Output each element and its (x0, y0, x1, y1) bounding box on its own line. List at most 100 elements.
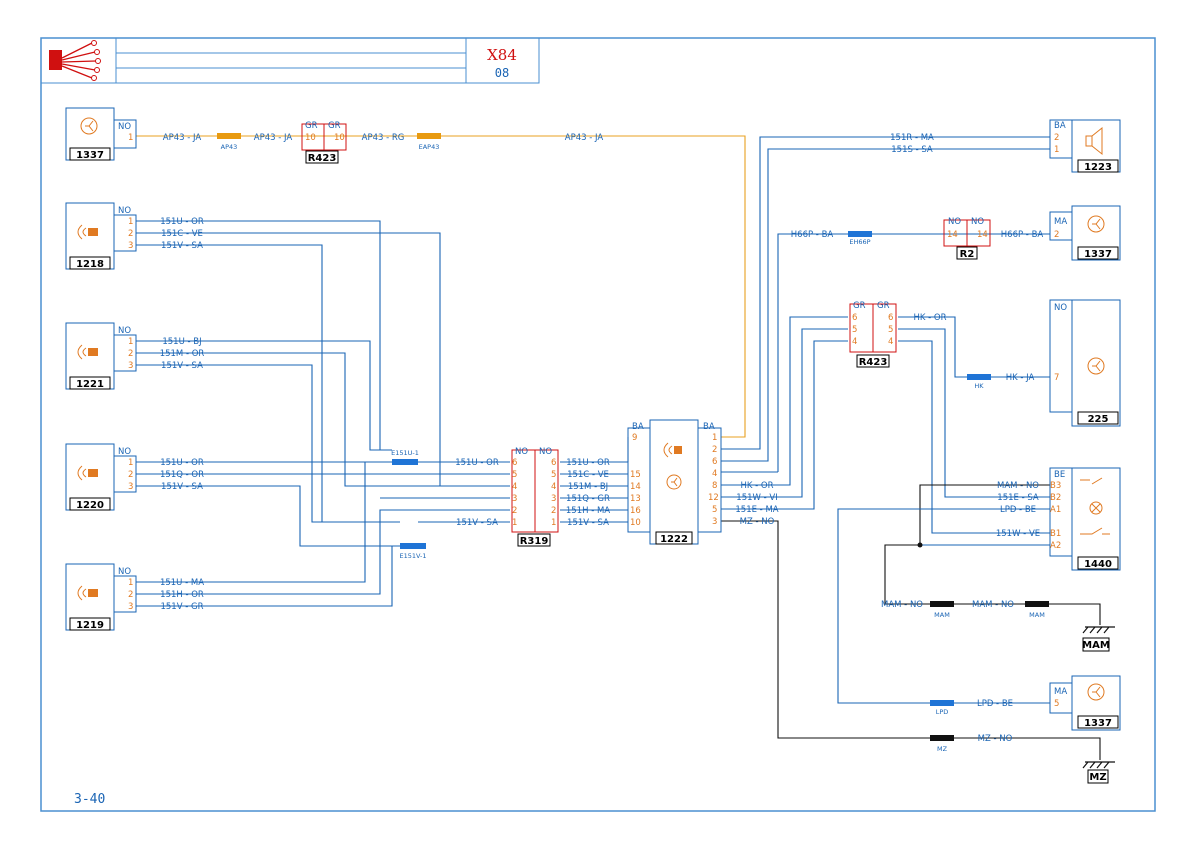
wire-label: 151M - OR (160, 349, 205, 359)
splice-label: LPD (936, 708, 949, 716)
splice-label: MAM (934, 611, 950, 619)
header: X84 08 (40, 37, 540, 84)
splice-mam-1 (930, 601, 954, 607)
svg-text:2: 2 (128, 470, 133, 480)
wire-label: 151S - SA (891, 145, 933, 155)
svg-text:3: 3 (128, 241, 133, 251)
ground-mz: MZ (1087, 769, 1109, 784)
svg-text:2: 2 (1054, 230, 1059, 240)
wire-label: H66P - BA (1001, 230, 1044, 240)
wire-label: 151H - OR (160, 590, 204, 600)
wire-label: 151U - OR (455, 458, 499, 468)
svg-text:15: 15 (630, 470, 641, 480)
wire-label: 151C - VE (567, 470, 609, 480)
svg-text:2: 2 (128, 229, 133, 239)
svg-text:A2: A2 (1050, 541, 1061, 551)
svg-text:NO: NO (118, 447, 131, 457)
component-id: 1337 (76, 150, 104, 161)
connector-id: R423 (308, 153, 337, 164)
svg-text:GR: GR (305, 121, 318, 131)
wire-label: 151U - OR (160, 217, 204, 227)
splice-hk (967, 374, 991, 380)
ground-id: MZ (1089, 772, 1106, 783)
svg-text:GR: GR (328, 121, 341, 131)
svg-text:4: 4 (888, 337, 893, 347)
svg-text:5: 5 (712, 505, 717, 515)
wire-label: HK - JA (1006, 373, 1035, 383)
component-id: 1218 (76, 259, 104, 270)
wire-label: AP43 - JA (565, 133, 604, 143)
component-id: 1337 (1084, 249, 1112, 260)
wire-label: MZ - NO (740, 517, 775, 527)
svg-text:2: 2 (128, 349, 133, 359)
header-code: X84 (487, 46, 517, 64)
page-number: 3-40 (74, 792, 105, 807)
wire-label: 151V - SA (161, 361, 203, 371)
splice-eh66p (848, 231, 872, 237)
component-1219: 1219 (65, 563, 137, 631)
splices (217, 133, 1049, 741)
svg-text:14: 14 (630, 482, 641, 492)
component-id: 1219 (76, 620, 104, 631)
svg-text:NO: NO (948, 217, 961, 227)
wire-label: MZ - NO (978, 734, 1013, 744)
wire-label: 151U - OR (566, 458, 610, 468)
wire-label: AP43 - RG (362, 133, 405, 143)
svg-text:MA: MA (1054, 687, 1067, 697)
wire-label: 151V - GR (160, 602, 203, 612)
svg-text:2: 2 (712, 445, 717, 455)
wire-label: 151R - MA (890, 133, 934, 143)
component-id: 225 (1088, 414, 1109, 425)
wire-label: 151V - SA (161, 482, 203, 492)
diagram-frame (40, 37, 1156, 812)
svg-text:2: 2 (551, 506, 556, 516)
svg-text:1: 1 (1054, 145, 1059, 155)
component-id: 1337 (1084, 718, 1112, 729)
svg-text:14: 14 (977, 230, 988, 240)
ground-icon (1082, 626, 1115, 769)
wire-label: 151Q - OR (160, 470, 204, 480)
svg-text:NO: NO (971, 217, 984, 227)
svg-text:6: 6 (551, 458, 556, 468)
svg-text:2: 2 (1054, 133, 1059, 143)
splice-label: MZ (937, 745, 948, 753)
wire-label: 151U - MA (160, 578, 204, 588)
component-1337-mid: 1337 MA 2 (1049, 205, 1121, 261)
svg-text:NO: NO (118, 567, 131, 577)
svg-text:2: 2 (512, 506, 517, 516)
svg-text:9: 9 (632, 433, 637, 443)
component-id: 1221 (76, 379, 104, 390)
wire-label: MAM - NO (881, 600, 923, 610)
splice-label: E151U-1 (391, 449, 419, 457)
svg-text:MA: MA (1054, 217, 1067, 227)
splice-label: MAM (1029, 611, 1045, 619)
splice-mz (930, 735, 954, 741)
svg-text:1: 1 (551, 518, 556, 528)
svg-text:6: 6 (888, 313, 893, 323)
wire-label: 151V - SA (456, 518, 498, 528)
splice-lpd (930, 700, 954, 706)
svg-text:B2: B2 (1050, 493, 1061, 503)
component-id: 1220 (76, 500, 104, 511)
svg-text:3: 3 (512, 494, 517, 504)
wire-label: 151U - BJ (162, 337, 201, 347)
wire-label: LPD - BE (977, 699, 1013, 709)
svg-text:5: 5 (512, 470, 517, 480)
svg-text:BE: BE (1054, 470, 1065, 480)
svg-text:3: 3 (551, 494, 556, 504)
wire-label: 151V - SA (567, 518, 609, 528)
svg-text:NO: NO (539, 447, 552, 457)
svg-text:10: 10 (630, 518, 641, 528)
svg-text:7: 7 (1054, 373, 1059, 383)
connector-id: R319 (520, 536, 549, 547)
wire-label: AP43 - JA (163, 133, 202, 143)
wire-label: 151H - MA (566, 506, 610, 516)
svg-text:5: 5 (1054, 699, 1059, 709)
ground-id: MAM (1082, 640, 1110, 651)
splice-ap43 (217, 133, 241, 139)
svg-text:16: 16 (630, 506, 641, 516)
